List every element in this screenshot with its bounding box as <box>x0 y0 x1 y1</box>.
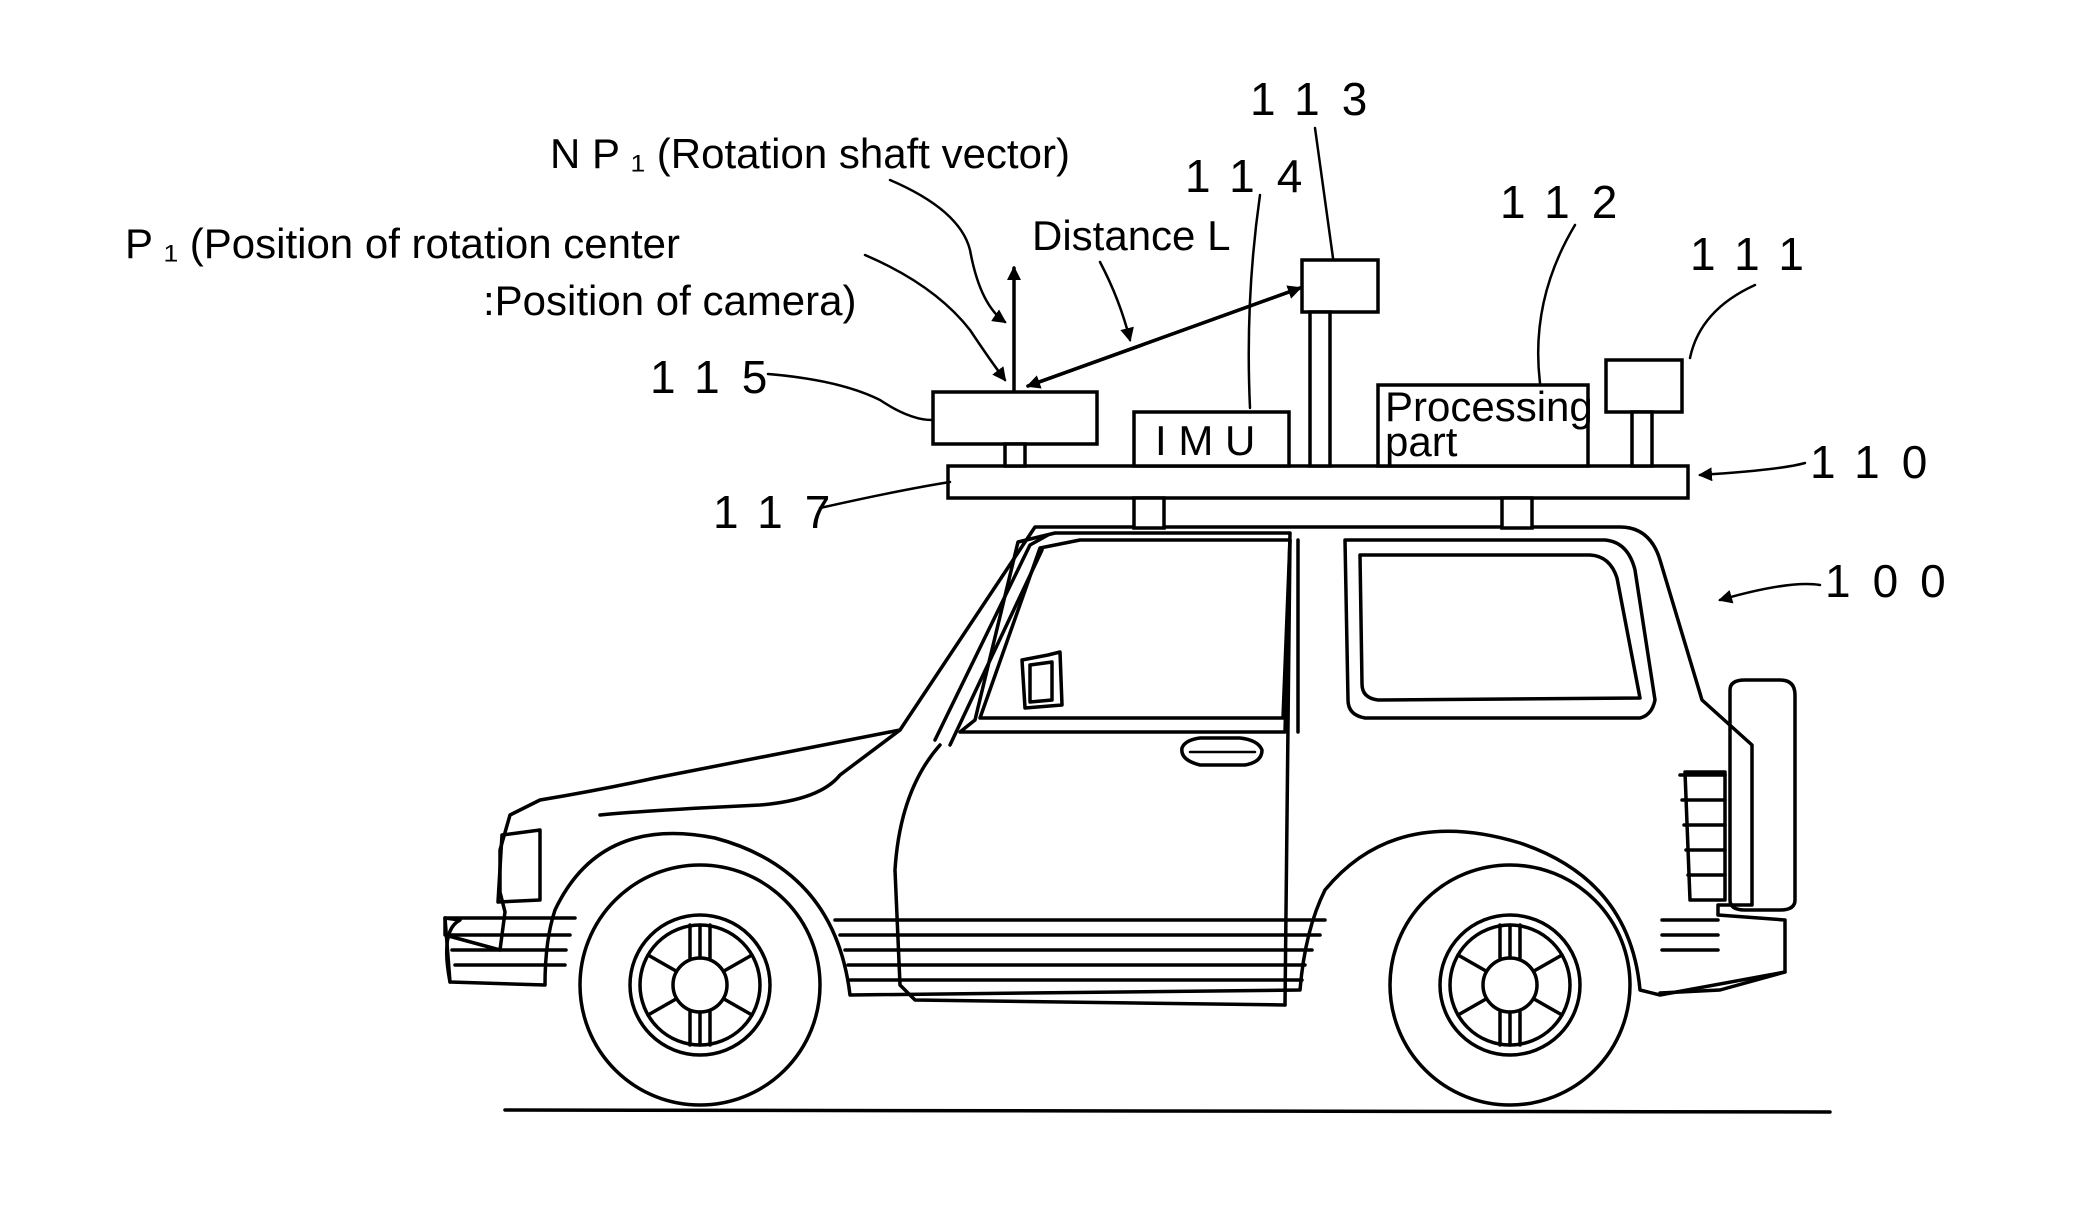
laser-scanner <box>1606 360 1682 466</box>
ref-115: 115 <box>650 351 789 403</box>
leader-111 <box>1690 285 1755 358</box>
p1-label-line2: :Position of camera) <box>483 277 857 324</box>
ref-117: 117 <box>713 486 852 538</box>
gnss-antenna <box>1302 260 1378 466</box>
ref-100: 100 <box>1825 555 1968 607</box>
ref-110: 110 <box>1810 436 1949 488</box>
ref-111: 111 <box>1690 228 1826 280</box>
leader-110 <box>1700 463 1805 475</box>
front-wheel <box>580 865 820 1105</box>
leader-112 <box>1538 225 1575 383</box>
leader-p1 <box>865 255 1005 380</box>
processing-part-box: Processing part <box>1378 383 1593 466</box>
ref-113: 113 <box>1250 73 1389 125</box>
ref-114: 114 <box>1185 150 1324 202</box>
leader-np1 <box>890 180 1005 322</box>
distance-label: Distance L <box>1032 212 1230 259</box>
np1-label: N P ₁ (Rotation shaft vector) <box>550 130 1070 177</box>
camera-unit <box>933 392 1097 466</box>
leader-115 <box>768 374 932 420</box>
vehicle-body <box>445 527 1795 1005</box>
p1-label-line1: P ₁ (Position of rotation center <box>125 220 680 267</box>
ground-line <box>505 1110 1830 1112</box>
imu-label: I M U <box>1155 417 1255 464</box>
processing-label-line2: part <box>1385 418 1458 465</box>
ref-112: 112 <box>1500 176 1639 228</box>
mounting-platform <box>948 466 1688 528</box>
leader-100 <box>1720 584 1820 600</box>
rear-wheel <box>1390 865 1630 1105</box>
imu-box: I M U <box>1134 412 1289 466</box>
leader-distance <box>1100 262 1130 340</box>
